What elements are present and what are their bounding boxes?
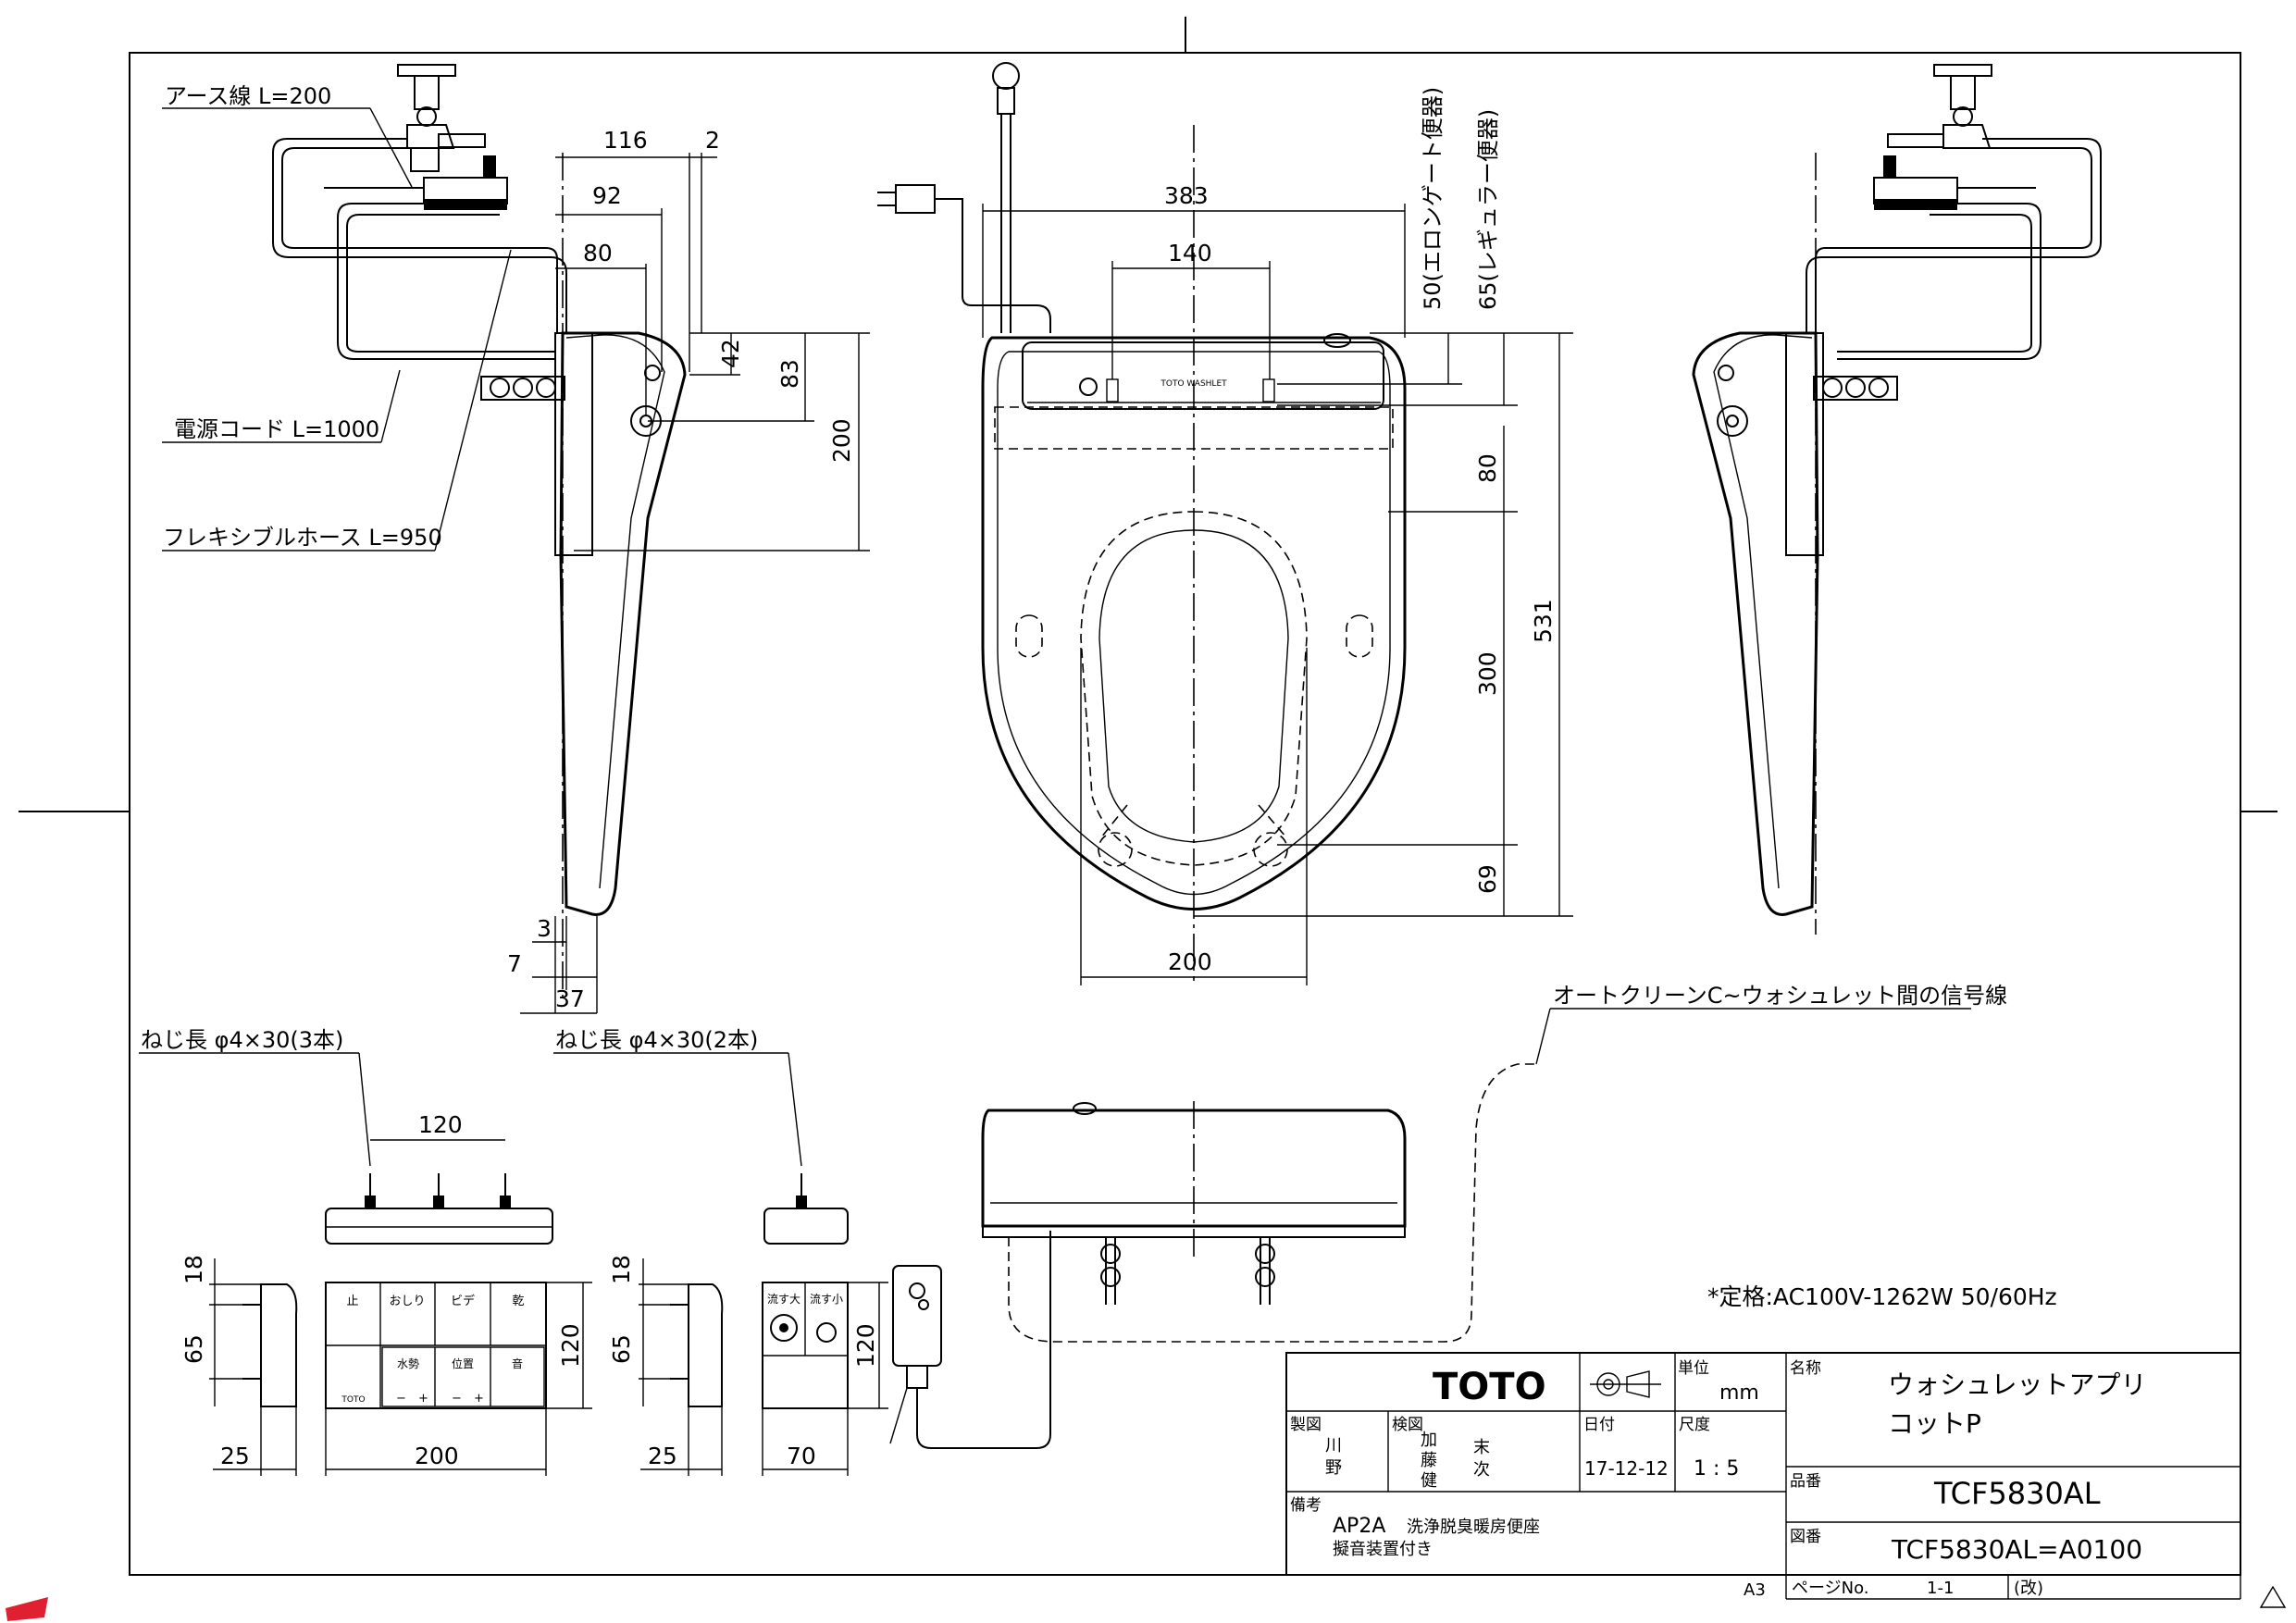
remote-plus-2: +: [474, 1392, 484, 1406]
dim-69: 69: [1474, 864, 1501, 894]
remote-pressure: 水勢: [397, 1357, 419, 1370]
name-label: 名称: [1790, 1359, 1821, 1378]
dim-383: 383: [1164, 182, 1209, 209]
dim-25-b: 25: [648, 1443, 677, 1469]
remote-bidet: ビデ: [451, 1294, 475, 1308]
dim-18-a: 18: [180, 1255, 207, 1284]
dim-200-horizontal: 200: [1168, 948, 1212, 975]
top-view: TOTO WASHLET: [877, 62, 1573, 985]
dim-65-b: 65: [608, 1334, 635, 1364]
date-label: 日付: [1583, 1416, 1615, 1434]
dim-2: 2: [705, 127, 720, 154]
dim-37: 37: [555, 985, 585, 1012]
elongated-label: 50(エロンゲート便器): [1420, 87, 1446, 310]
power-cord-label: 電源コード L=1000: [174, 416, 379, 442]
dim-200-remote: 200: [415, 1443, 459, 1469]
dim-83: 83: [776, 359, 803, 389]
check-label: 検図: [1392, 1416, 1423, 1434]
dim-140: 140: [1168, 240, 1212, 266]
drawing-number: TCF5830AL=A0100: [1891, 1534, 2142, 1565]
dim-120-small-remote: 120: [852, 1323, 879, 1368]
remarks-label: 備考: [1290, 1496, 1322, 1515]
check-name-1: 加: [1421, 1431, 1437, 1450]
remarks-line1: 洗浄脱臭暖房便座: [1407, 1518, 1540, 1537]
dim-70: 70: [787, 1443, 816, 1469]
check-name-3: 健: [1421, 1471, 1437, 1491]
page-label: ページNo.: [1792, 1579, 1869, 1598]
remote-dry: 乾: [512, 1295, 524, 1308]
remarks-code: AP2A: [1333, 1515, 1385, 1538]
part-label: 品番: [1790, 1472, 1821, 1491]
drawn-label: 製図: [1290, 1416, 1322, 1434]
remote-logo: TOTO: [341, 1395, 365, 1405]
check-name-5: 次: [1473, 1460, 1490, 1480]
remote-sound: 音: [512, 1357, 523, 1370]
check-name-4: 末: [1473, 1438, 1490, 1457]
dim-25-a: 25: [220, 1443, 250, 1469]
remote-minus-1: −: [396, 1392, 406, 1406]
rating-label: *定格:AC100V-1262W 50/60Hz: [1707, 1283, 2057, 1310]
unit-label: 単位: [1678, 1359, 1709, 1378]
sheet-frame: [6, 17, 2287, 1621]
dim-7: 7: [507, 950, 522, 977]
earth-wire-label: アース線 L=200: [165, 83, 331, 109]
dim-300: 300: [1474, 651, 1501, 696]
regular-label: 65(レギュラー便器): [1475, 109, 1501, 310]
remote-plus-1: +: [418, 1392, 428, 1406]
dim-116: 116: [603, 127, 648, 154]
date-value: 17-12-12: [1584, 1457, 1669, 1480]
unit-value: mm: [1719, 1381, 1759, 1405]
flex-hose-label: フレキシブルホース L=950: [163, 525, 442, 551]
right-side-view: [1692, 64, 2102, 935]
flush-big: 流す大: [767, 1293, 800, 1306]
dim-92: 92: [592, 182, 622, 209]
dim-120-remote: 120: [557, 1323, 584, 1368]
scale-label: 尺度: [1679, 1416, 1710, 1434]
flush-small: 流す小: [810, 1293, 843, 1306]
dim-531: 531: [1530, 599, 1557, 643]
dim-120-bracket: 120: [418, 1111, 463, 1138]
product-name-line1: ウォシュレットアプリ: [1888, 1369, 2146, 1400]
drawn-name-1: 川: [1325, 1436, 1342, 1456]
remote-position: 位置: [452, 1357, 474, 1370]
signal-line-label: オートクリーンC~ウォシュレット間の信号線: [1553, 983, 2007, 1009]
brand-logo: TOTO: [1433, 1366, 1546, 1408]
dim-18-b: 18: [608, 1255, 635, 1284]
remarks-line2: 擬音装置付き: [1333, 1540, 1433, 1559]
dim-80-vertical: 80: [1474, 453, 1501, 483]
dim-200-vertical: 200: [828, 418, 855, 463]
sheet-size: A3: [1744, 1580, 1766, 1600]
page-number: 1-1: [1927, 1579, 1954, 1598]
part-number: TCF5830AL: [1933, 1476, 2101, 1511]
product-name-line2: コットP: [1888, 1408, 1981, 1439]
title-block: [1285, 1352, 2241, 1600]
drawing-number-label: 図番: [1790, 1528, 1821, 1546]
screw-2-label: ねじ長 φ4×30(2本): [555, 1027, 758, 1053]
screw-3-label: ねじ長 φ4×30(3本): [141, 1027, 343, 1053]
drawn-name-2: 野: [1325, 1458, 1342, 1478]
revision-label: (改): [2014, 1579, 2043, 1598]
remote-parts: [139, 1008, 1971, 1476]
scale-value: 1 : 5: [1694, 1457, 1739, 1481]
remote-stop: 止: [346, 1295, 358, 1308]
dim-65-a: 65: [180, 1334, 207, 1364]
dim-3: 3: [537, 915, 552, 942]
dim-42: 42: [717, 339, 744, 368]
check-name-2: 藤: [1421, 1451, 1437, 1470]
remote-minus-2: −: [452, 1392, 462, 1406]
remote-rear: おしり: [389, 1295, 425, 1308]
dim-80: 80: [583, 240, 613, 266]
left-side-view: [162, 64, 870, 1014]
